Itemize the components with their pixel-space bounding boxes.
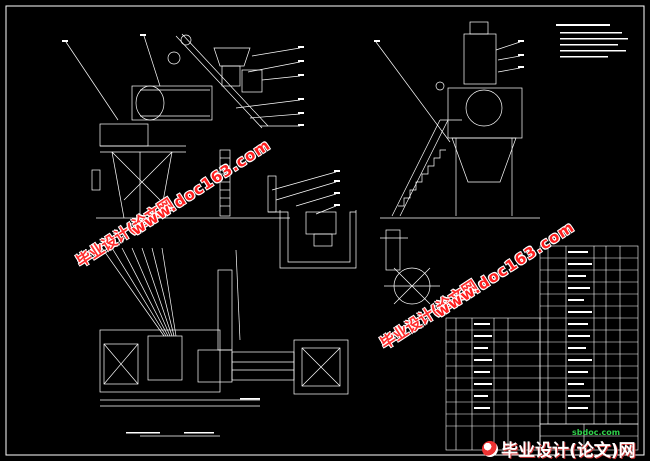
parts-list <box>445 245 639 451</box>
side-view-callout-markers <box>374 40 524 68</box>
logo-site-name: sbdoc.com <box>572 428 621 437</box>
front-view <box>65 33 357 269</box>
side-view <box>375 21 540 219</box>
plan-view <box>99 247 349 437</box>
front-view-callout-markers <box>62 34 340 206</box>
detail-view <box>380 229 440 305</box>
logo-icon <box>482 440 498 457</box>
plan-view-dimension-text <box>126 398 260 434</box>
technical-notes <box>556 24 628 58</box>
logo-text: 毕业设计(论文)网 <box>501 441 636 461</box>
title-block <box>539 423 639 451</box>
site-logo: sbdoc.com 毕业设计(论文)网 <box>482 428 636 461</box>
sheet-border <box>5 5 645 456</box>
parts-list-text-marks <box>474 251 592 409</box>
